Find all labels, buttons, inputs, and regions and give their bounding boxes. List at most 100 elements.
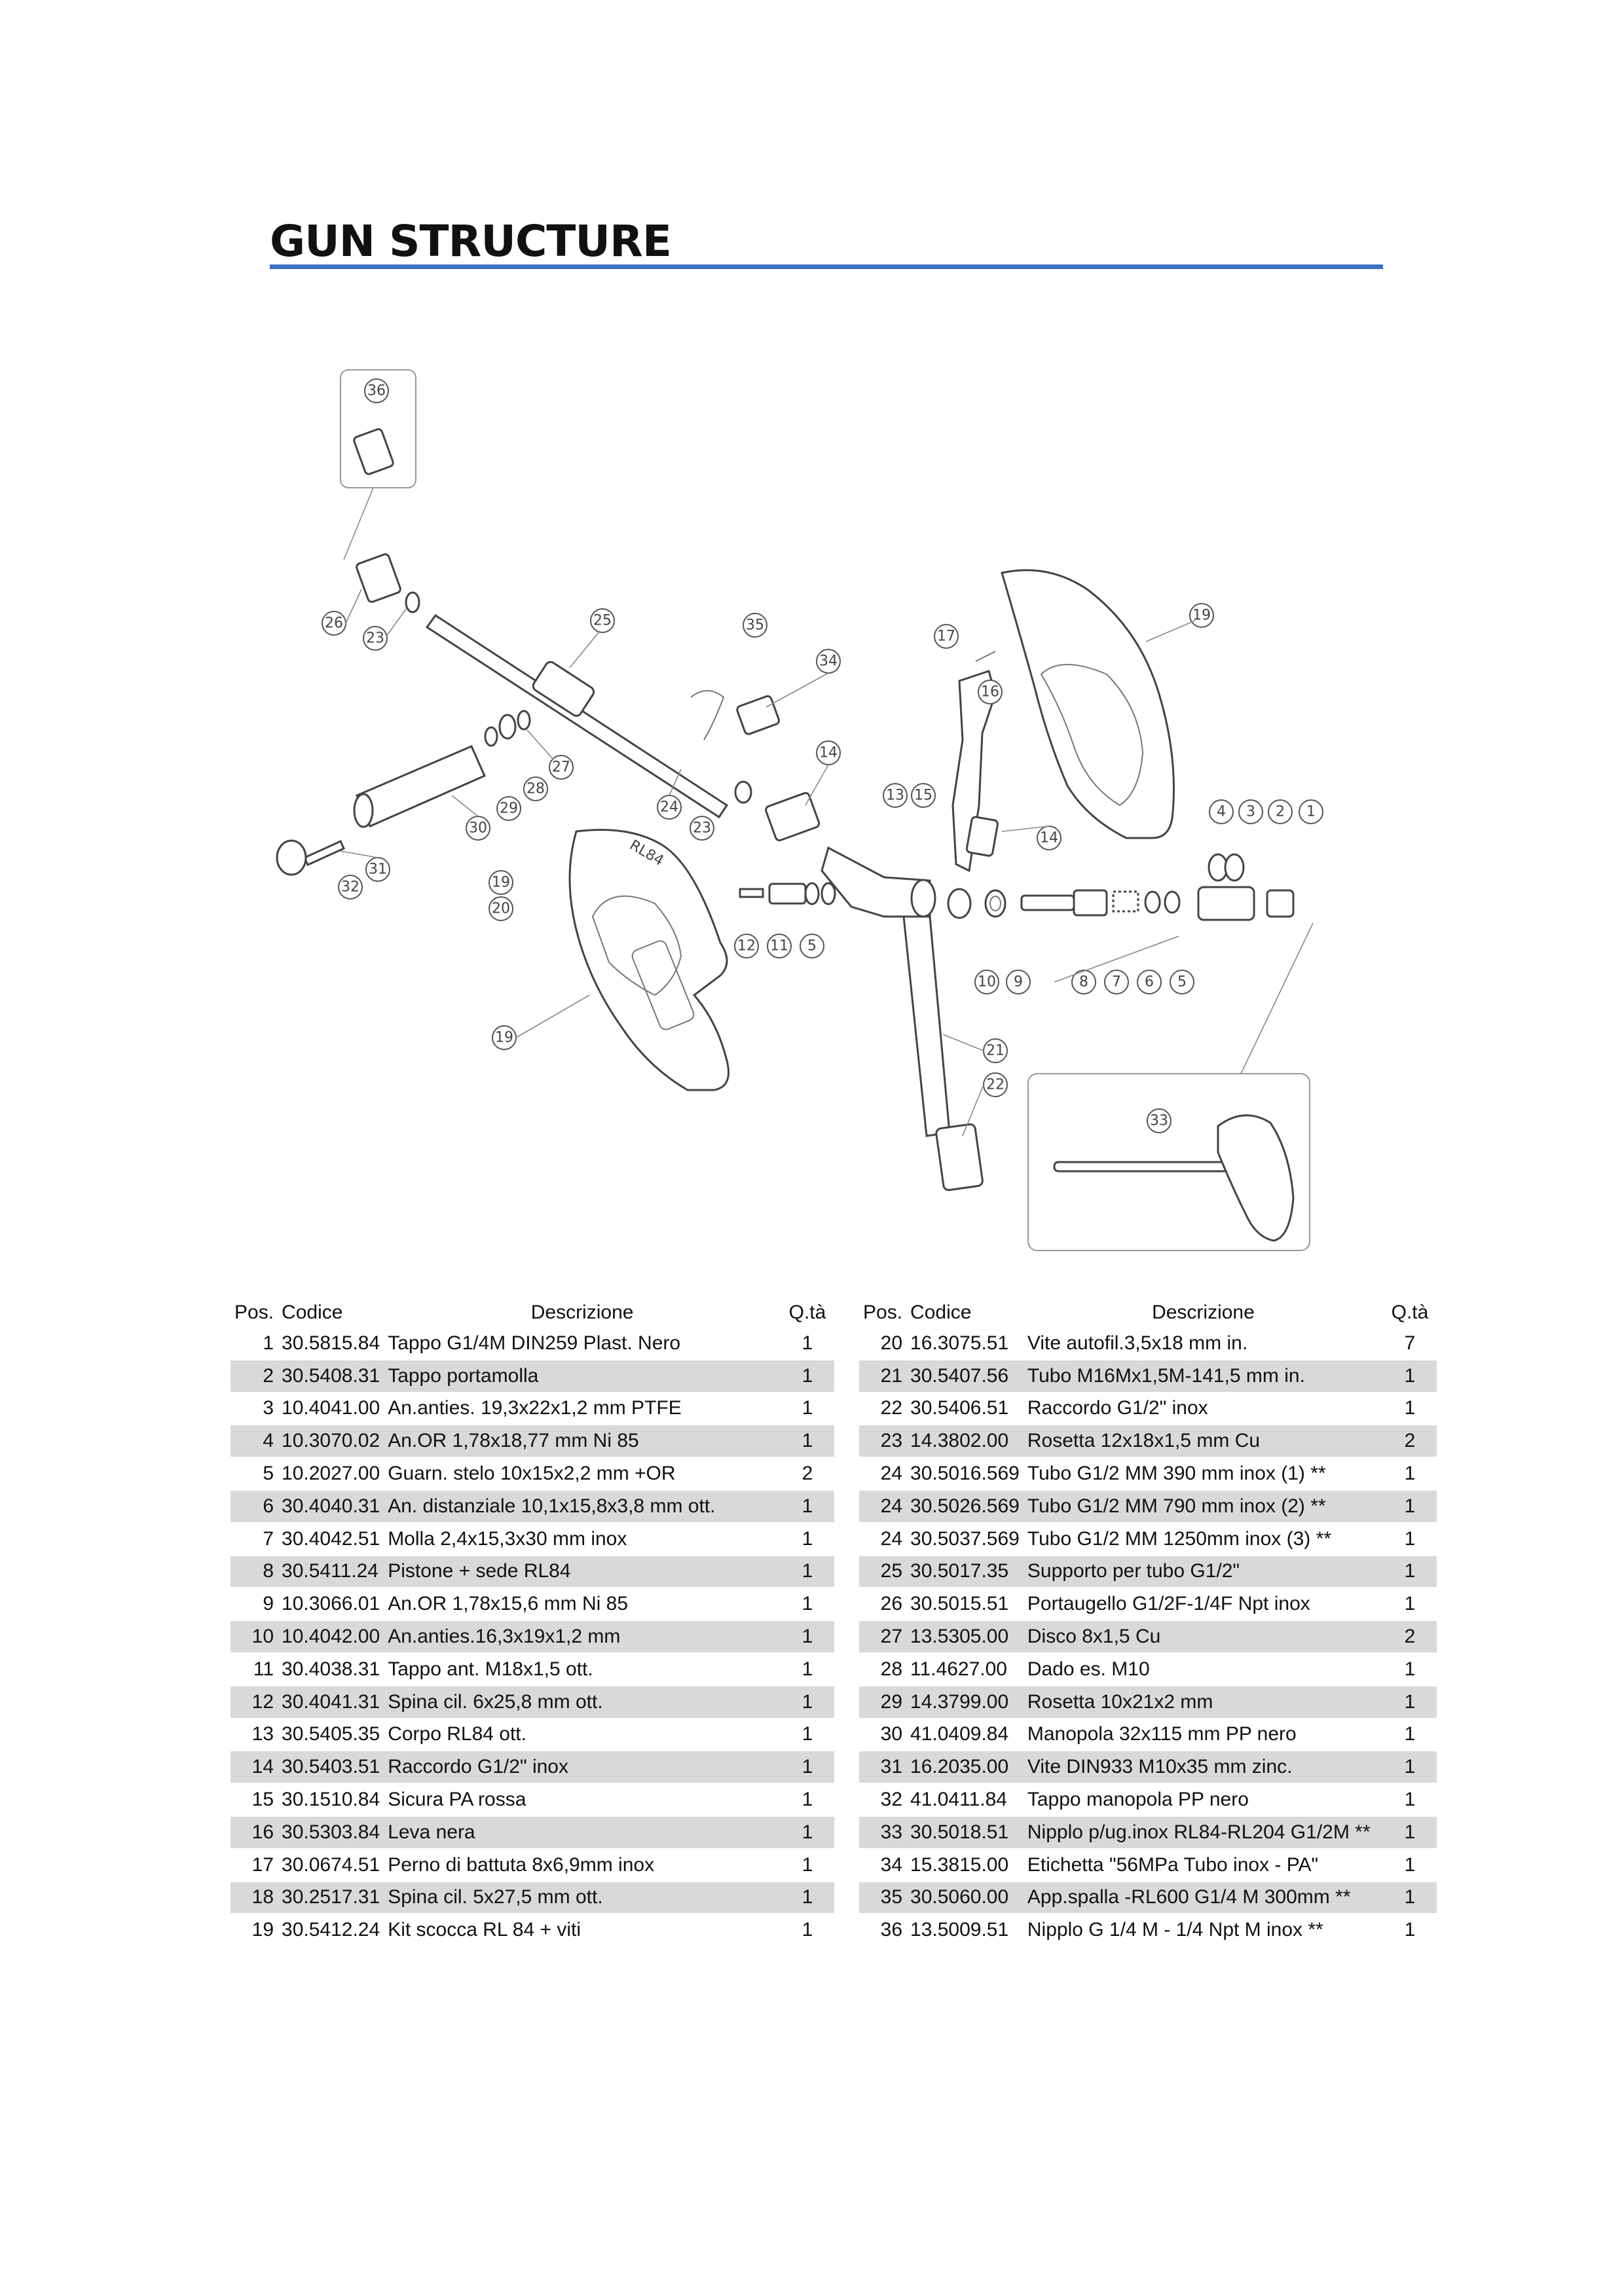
- header-desc: Descrizione: [1152, 1302, 1255, 1323]
- callout-11: 11: [767, 934, 792, 958]
- part-33-nipple: [736, 695, 780, 735]
- callout-4: 4: [1209, 799, 1234, 824]
- callout-12: 12: [734, 934, 759, 958]
- svg-text:1: 1: [1306, 804, 1316, 820]
- callout-10: 10: [974, 970, 999, 994]
- callout-5b: 5: [1170, 970, 1194, 994]
- svg-text:6: 6: [1145, 974, 1154, 991]
- part-23-washer: [405, 591, 420, 613]
- svg-text:13: 13: [886, 788, 904, 804]
- callout-9: 9: [1006, 970, 1031, 994]
- svg-text:20: 20: [492, 901, 510, 917]
- part-29: [498, 714, 517, 740]
- callout-19b: 19: [492, 1025, 517, 1050]
- header-desc: Descrizione: [530, 1302, 634, 1323]
- svg-text:36: 36: [367, 383, 386, 399]
- part-36-inset: [340, 369, 416, 560]
- callout-19a: 19: [489, 870, 513, 895]
- callout-32: 32: [338, 875, 363, 900]
- part-22-fitting: [935, 1123, 984, 1192]
- page-title: GUN STRUCTURE: [270, 216, 672, 266]
- svg-text:26: 26: [325, 615, 343, 632]
- part-28: [484, 726, 498, 747]
- svg-text:15: 15: [914, 788, 932, 804]
- title-underline: [270, 264, 1383, 269]
- svg-text:8: 8: [1079, 974, 1088, 991]
- svg-text:17: 17: [937, 629, 955, 645]
- callout-23b: 23: [690, 816, 714, 841]
- callout-29: 29: [496, 796, 521, 821]
- table-header-row: Pos. Codice Descrizione Q.tà: [231, 1298, 834, 1328]
- svg-text:30: 30: [469, 820, 487, 837]
- svg-text:2: 2: [1276, 804, 1285, 820]
- header-qty: Q.tà: [788, 1302, 826, 1323]
- svg-text:24: 24: [660, 799, 678, 816]
- part-1-plug: [1266, 889, 1295, 918]
- part-25-support: [532, 661, 595, 717]
- parts-7-6-5: [1112, 890, 1181, 914]
- header-code: Codice: [282, 1302, 343, 1323]
- callout-21: 21: [983, 1038, 1008, 1063]
- part-23-washer-b: [734, 780, 752, 804]
- svg-text:14: 14: [1040, 830, 1058, 847]
- svg-text:23: 23: [366, 630, 384, 647]
- callout-5a: 5: [800, 934, 824, 958]
- leader-lines: [340, 589, 1196, 1137]
- svg-text:32: 32: [341, 879, 360, 896]
- header-code: Codice: [910, 1302, 972, 1323]
- callout-24: 24: [657, 795, 682, 820]
- part-2-cap: [1197, 886, 1255, 921]
- callout-26: 26: [322, 611, 346, 636]
- callout-15: 14: [1037, 826, 1061, 850]
- callout-3: 3: [1238, 799, 1263, 824]
- svg-text:14: 14: [819, 745, 838, 761]
- callout-8: 8: [1071, 970, 1096, 994]
- callout-28: 28: [523, 776, 548, 801]
- part-32-cap: [276, 839, 307, 876]
- callout-17: 16: [978, 680, 1003, 704]
- part-26: [356, 553, 401, 603]
- svg-text:5: 5: [807, 938, 817, 955]
- svg-text:22: 22: [986, 1077, 1005, 1093]
- exploded-gun-diagram: RL84 36 26 23 25 35 34 17 16 19 27 28 29…: [276, 369, 1323, 1251]
- svg-text:12: 12: [737, 938, 756, 955]
- svg-text:34: 34: [819, 653, 838, 670]
- part-34-label: [690, 690, 725, 740]
- svg-text:9: 9: [1014, 974, 1023, 991]
- part-35-inset: [1027, 922, 1314, 1251]
- svg-text:7: 7: [1112, 974, 1121, 991]
- part-19-handle-right: [1001, 569, 1175, 839]
- parts-10-9: [947, 888, 1006, 919]
- part-14-fitting: [765, 792, 821, 842]
- part-19-handle-left: RL84: [568, 829, 729, 1091]
